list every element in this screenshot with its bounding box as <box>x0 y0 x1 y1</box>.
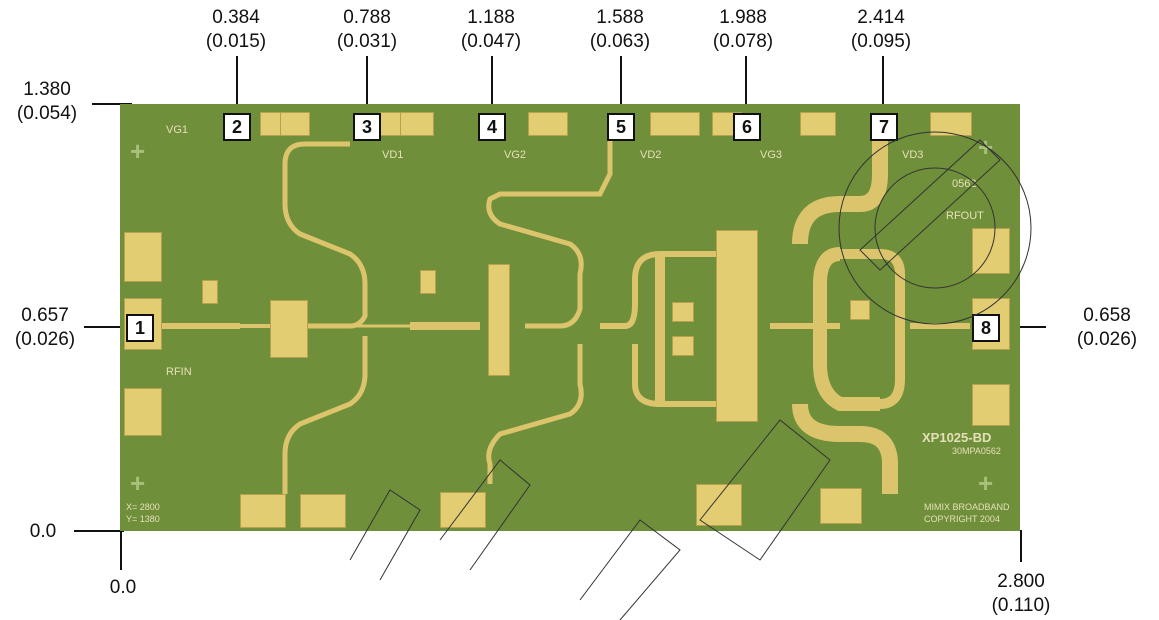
pad-bottom <box>440 492 486 528</box>
pad-label-2: 2 <box>223 113 251 141</box>
leader-3 <box>366 56 368 110</box>
dim-in: (0.026) <box>14 329 76 350</box>
label-vg2: VG2 <box>504 149 527 161</box>
dim-in: (0.095) <box>850 31 912 52</box>
pad-bottom <box>300 494 346 528</box>
dim-mm: 0.384 <box>212 7 260 28</box>
pad-label-8: 8 <box>972 314 1000 342</box>
dim-in: (0.110) <box>991 595 1051 616</box>
dim-top-7: 2.414 (0.095) <box>826 6 936 54</box>
dim-origin-x: 0.0 <box>109 577 137 598</box>
alignment-cross-icon: + <box>978 468 994 498</box>
capacitor <box>672 302 694 322</box>
chip-die: VG1 VD1 VG2 VD2 VG3 VD3 0562 RFOUT RFIN … <box>120 104 1020 531</box>
leader-bottom-right <box>1020 530 1022 562</box>
transistor <box>270 300 308 358</box>
dim-origin-y: 0.0 <box>29 521 57 542</box>
leader-origin-y <box>74 530 124 532</box>
alignment-cross-icon: + <box>978 132 994 162</box>
leader-4 <box>491 56 493 110</box>
dim-in: (0.015) <box>205 31 267 52</box>
label-y: Y= 1380 <box>126 514 160 524</box>
dim-top-2: 0.384 (0.015) <box>181 6 291 54</box>
dim-in: (0.054) <box>16 103 78 124</box>
dim-in: (0.078) <box>712 31 774 52</box>
label-vd2: VD2 <box>640 149 662 161</box>
dim-mm: 0.788 <box>343 7 391 28</box>
dim-mm: 0.658 <box>1083 305 1131 326</box>
pad-label-3: 3 <box>353 113 381 141</box>
chip-traces <box>160 124 970 494</box>
label-vd1: VD1 <box>382 149 404 161</box>
dim-top-4: 1.188 (0.047) <box>436 6 546 54</box>
dim-left-mid: 0.657 (0.026) <box>0 304 100 352</box>
dim-mm: 1.588 <box>596 7 644 28</box>
leader-origin-x <box>120 530 122 570</box>
pad-top <box>800 112 836 136</box>
dim-bottom-right: 2.800 (0.110) <box>966 570 1076 618</box>
dim-mm: 1.380 <box>23 79 71 100</box>
capacitor <box>672 336 694 356</box>
leader-6 <box>745 56 747 110</box>
dim-mm: 2.414 <box>857 7 905 28</box>
pad-label-1: 1 <box>126 314 154 342</box>
dim-top-5: 1.588 (0.063) <box>565 6 675 54</box>
pad-left <box>124 388 162 436</box>
pad-bottom <box>696 484 742 526</box>
pad-top <box>930 112 972 136</box>
pad-bottom <box>240 494 286 528</box>
dim-mm: 1.988 <box>719 7 767 28</box>
pad-top <box>528 112 568 136</box>
label-lot: 30MPA0562 <box>952 446 1001 456</box>
dim-in: (0.047) <box>460 31 522 52</box>
label-x: X= 2800 <box>126 502 160 512</box>
label-part: XP1025-BD <box>922 430 992 445</box>
capacitor <box>850 300 870 320</box>
transistor <box>716 230 758 422</box>
capacitor <box>202 280 218 304</box>
label-rfout: RFOUT <box>946 210 984 222</box>
leader-7 <box>882 56 884 110</box>
transistor <box>488 264 510 376</box>
pad-label-7: 7 <box>870 113 898 141</box>
pad-left <box>124 232 162 282</box>
dim-left-top: 1.380 (0.054) <box>0 78 102 126</box>
label-vg1: VG1 <box>166 124 189 136</box>
leader-left-mid <box>84 326 128 328</box>
dim-mm: 0.657 <box>21 305 69 326</box>
label-copyright-2: COPYRIGHT 2004 <box>924 514 1000 524</box>
pad-bottom <box>820 488 862 524</box>
alignment-cross-icon: + <box>130 468 146 498</box>
dim-mm: 2.800 <box>997 571 1045 592</box>
dim-in: (0.063) <box>589 31 651 52</box>
dim-mm: 1.188 <box>467 7 515 28</box>
pad-top <box>400 112 434 136</box>
dim-in: (0.031) <box>336 31 398 52</box>
label-rfin: RFIN <box>166 366 192 378</box>
label-code: 0562 <box>952 178 977 190</box>
leader-left-top <box>92 103 132 105</box>
dim-top-6: 1.988 (0.078) <box>688 6 798 54</box>
pad-right <box>972 228 1010 274</box>
pad-label-4: 4 <box>478 113 506 141</box>
alignment-cross-icon: + <box>130 136 146 166</box>
pad-label-5: 5 <box>607 113 635 141</box>
pad-label-6: 6 <box>733 113 761 141</box>
pad-right <box>972 384 1010 426</box>
label-vd3: VD3 <box>902 149 924 161</box>
label-copyright-1: MIMIX BROADBAND <box>924 502 1010 512</box>
dim-in: (0.026) <box>1076 329 1138 350</box>
label-vg3: VG3 <box>760 149 783 161</box>
leader-5 <box>620 56 622 110</box>
leader-2 <box>236 56 238 110</box>
dim-right-mid: 0.658 (0.026) <box>1052 304 1159 352</box>
capacitor <box>420 270 436 294</box>
pad-top <box>280 112 310 136</box>
dim-top-3: 0.788 (0.031) <box>312 6 422 54</box>
pad-top <box>650 112 700 136</box>
